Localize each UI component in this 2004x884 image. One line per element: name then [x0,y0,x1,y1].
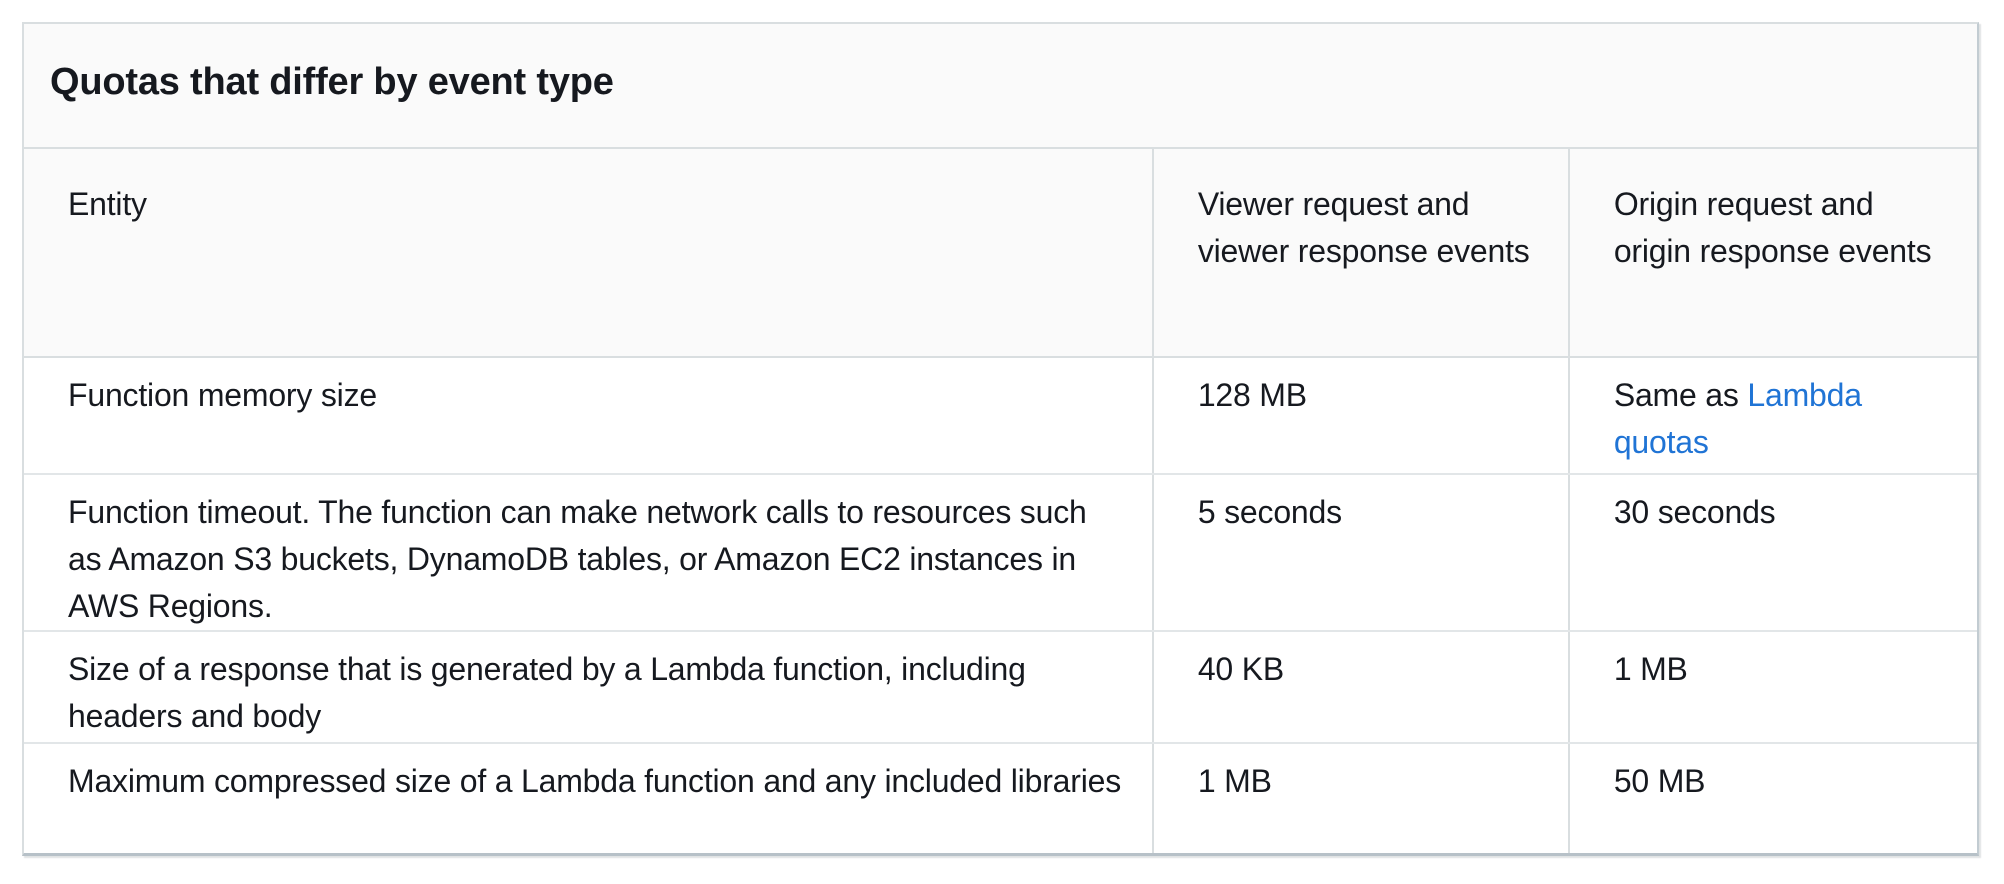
viewer-value-cell: 5 seconds [1151,474,1569,632]
origin-value-text: Same as [1613,377,1748,413]
column-header-viewer-events: Viewer request and viewer response event… [1151,149,1569,358]
column-header-entity: Entity [24,149,1153,358]
viewer-value-cell: 1 MB [1151,743,1569,853]
entity-cell: Maximum compressed size of a Lambda func… [24,743,1153,853]
origin-value-cell: 30 seconds [1567,474,1977,632]
quotas-table: Entity Viewer request and viewer respons… [24,149,1977,853]
table-row: Size of a response that is generated by … [24,631,1977,744]
table-row: Function timeout. The function can make … [24,474,1977,632]
entity-cell: Size of a response that is generated by … [24,631,1153,744]
origin-value-cell: Same as Lambda quotas [1567,357,1977,475]
viewer-value-cell: 40 KB [1151,631,1569,744]
quotas-table-card: Quotas that differ by event type Entity … [22,22,1979,856]
table-row: Function memory size 128 MB Same as Lamb… [24,357,1977,475]
viewer-value-cell: 128 MB [1151,357,1569,475]
entity-cell: Function memory size [24,357,1153,475]
lambda-quotas-link[interactable]: Lambda quotas [1613,377,1862,460]
entity-cell: Function timeout. The function can make … [24,474,1153,632]
header-row: Entity Viewer request and viewer respons… [24,149,1977,358]
origin-value-cell: 1 MB [1567,631,1977,744]
table-title: Quotas that differ by event type [24,24,1977,149]
table-row: Maximum compressed size of a Lambda func… [24,743,1977,853]
column-header-origin-events: Origin request and origin response event… [1567,149,1977,358]
origin-value-cell: 50 MB [1567,743,1977,853]
